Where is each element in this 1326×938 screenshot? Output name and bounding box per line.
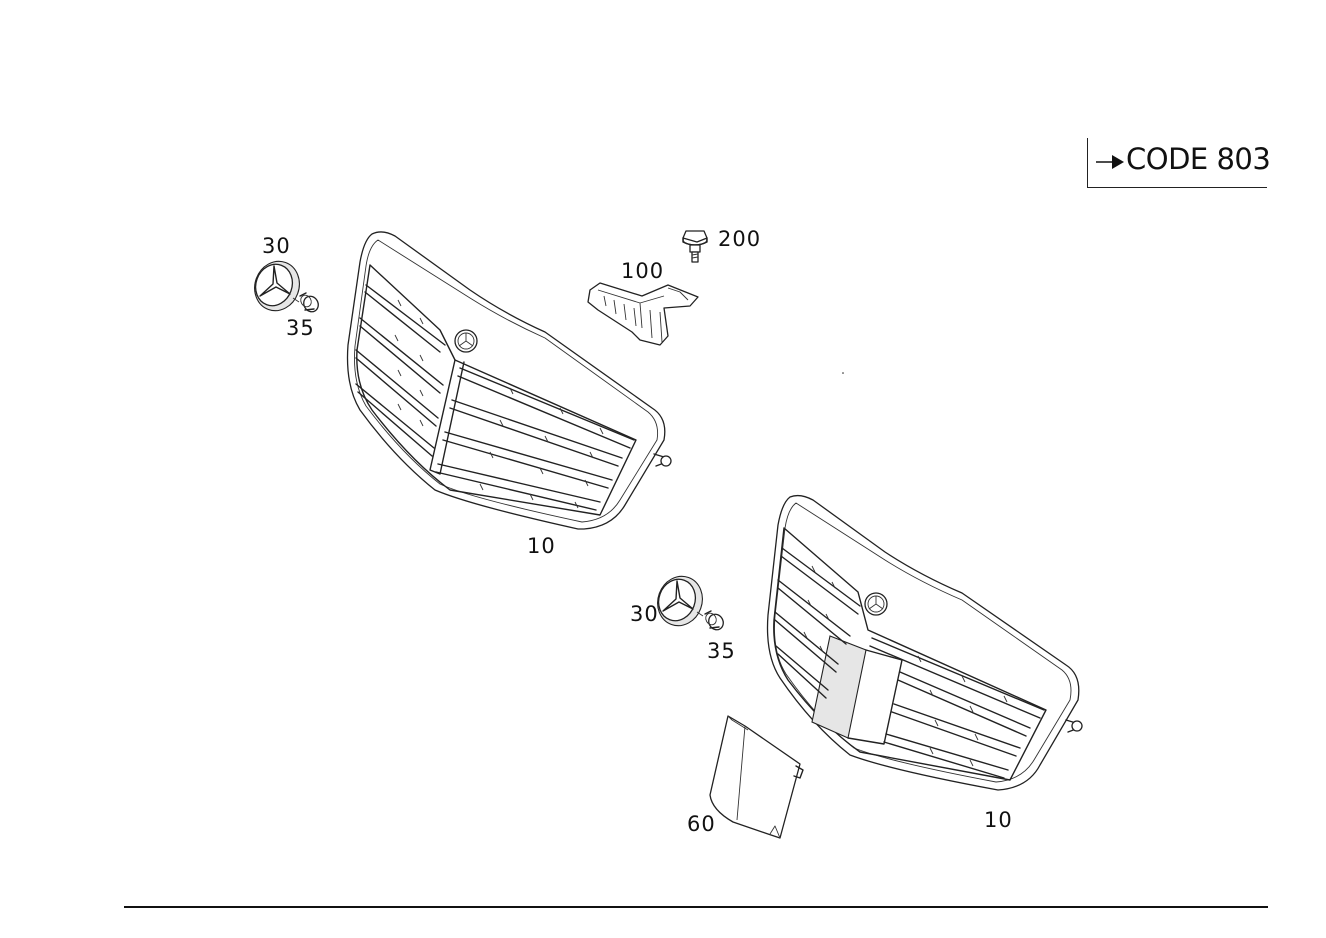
- star-emblem-lower: [657, 575, 704, 627]
- cover-panel: [709, 715, 804, 839]
- stray-dot: [842, 372, 844, 374]
- footer-rule: [124, 906, 1268, 908]
- radiator-grille-lower: [766, 494, 1083, 791]
- callout-35-lower: 35: [707, 639, 736, 663]
- bracket: [587, 282, 699, 346]
- callout-30-lower: 30: [630, 602, 659, 626]
- callout-60: 60: [687, 812, 716, 836]
- star-emblem-upper: [254, 260, 300, 312]
- callout-10-lower: 10: [984, 808, 1013, 832]
- radiator-grille-upper: [346, 231, 672, 530]
- callout-35-upper: 35: [286, 316, 315, 340]
- callout-30-upper: 30: [262, 234, 291, 258]
- code-reference-box: CODE 803: [1087, 138, 1271, 188]
- bolt: [682, 230, 708, 263]
- sleeve-lower: [704, 610, 724, 631]
- callout-200: 200: [718, 227, 761, 251]
- right-arrow-icon: [1096, 155, 1124, 169]
- callout-100: 100: [621, 259, 664, 283]
- code-label: CODE 803: [1126, 142, 1271, 176]
- callout-10-upper: 10: [527, 534, 556, 558]
- sleeve-upper: [299, 292, 319, 313]
